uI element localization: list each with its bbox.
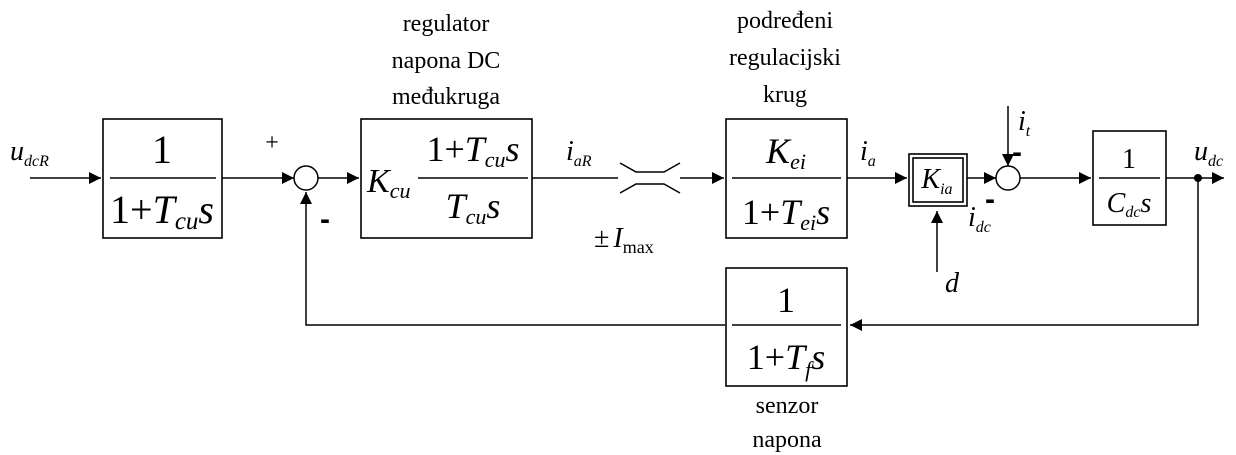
sensor-denominator: 1+Tfs bbox=[747, 337, 825, 382]
capacitor-numerator: 1 bbox=[1122, 144, 1136, 175]
controller-gain: Kcu bbox=[366, 163, 410, 203]
gain-block-inner bbox=[912, 157, 964, 203]
dc-current-minus-sign: - bbox=[985, 183, 995, 216]
sensor-numerator: 1 bbox=[777, 280, 795, 320]
current-loop-caption-line-3: krug bbox=[763, 82, 807, 108]
current-loop-caption-line-2: regulacijski bbox=[729, 45, 841, 71]
duty-label: d bbox=[945, 268, 960, 299]
controller-numerator: 1+Tcus bbox=[426, 129, 519, 172]
wire-sensor-to-summer bbox=[300, 192, 725, 326]
prefilter-denominator: 1+Tcus bbox=[110, 187, 214, 235]
load-current-label: it bbox=[1018, 106, 1031, 140]
current-limiter-symbol bbox=[619, 162, 681, 194]
summing-junction-main bbox=[293, 165, 319, 191]
load-current-minus-sign: - bbox=[1012, 136, 1022, 169]
summer-plus-sign: + bbox=[265, 130, 279, 156]
current-loop-denominator: 1+Teis bbox=[742, 192, 830, 235]
current-loop-caption-line-1: podređeni bbox=[737, 8, 833, 34]
controller-caption-line-2: napona DC bbox=[392, 48, 501, 74]
controller-caption-line-1: regulator bbox=[403, 11, 490, 37]
controller-caption-line-3: međukruga bbox=[392, 84, 500, 110]
capacitor-denominator: Cdcs bbox=[1107, 188, 1152, 221]
sensor-caption-line-1: senzor bbox=[756, 393, 819, 419]
current-loop-numerator: Kei bbox=[765, 131, 806, 174]
prefilter-numerator: 1 bbox=[152, 127, 172, 172]
wire-feedback-to-sensor bbox=[850, 178, 1199, 331]
branch-point bbox=[1194, 174, 1202, 182]
gain-block-label: Kia bbox=[920, 164, 952, 198]
dc-current-label: idc bbox=[968, 202, 991, 236]
summer-minus-sign: - bbox=[320, 203, 330, 236]
summing-junction-current bbox=[995, 165, 1021, 191]
current-reference-label: iaR bbox=[566, 136, 592, 170]
controller-denominator: Tcus bbox=[446, 186, 501, 229]
sensor-caption-line-2: napona bbox=[752, 427, 822, 453]
limiter-label: ±Imax bbox=[594, 223, 654, 257]
output-signal-label: udc bbox=[1194, 136, 1223, 170]
input-signal-label: udcR bbox=[10, 136, 49, 170]
sensor-block bbox=[725, 267, 848, 387]
current-ia-label: ia bbox=[860, 136, 876, 170]
